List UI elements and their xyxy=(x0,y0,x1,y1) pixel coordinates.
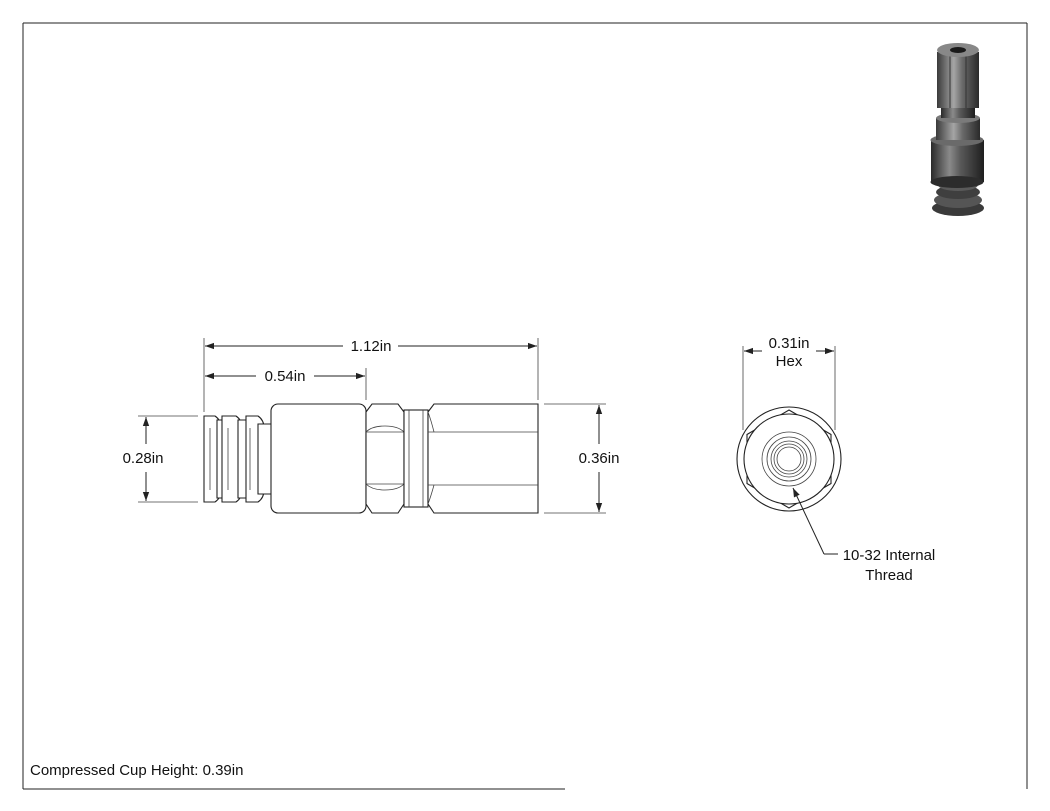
thread-callout: 10-32 Internal Thread xyxy=(792,487,936,584)
side-view: 1.12in 0.54in 0.28in 0.36in xyxy=(123,338,620,514)
overall-length-dimension: 1.12in xyxy=(205,338,537,355)
cup-diameter-dimension: 0.28in xyxy=(123,417,164,501)
end-view: 0.31in Hex 10-32 Internal Thread xyxy=(736,335,936,584)
overall-length-label: 1.12in xyxy=(351,338,392,355)
hex-fitting xyxy=(427,403,539,514)
hex-nut xyxy=(365,403,405,514)
hex-label: Hex xyxy=(776,353,803,370)
body-diameter-label: 0.36in xyxy=(579,450,620,467)
sheet-border xyxy=(22,22,1028,790)
isometric-thumbnail xyxy=(930,43,984,216)
hex-dimension: 0.31in Hex xyxy=(744,335,834,370)
collar xyxy=(403,409,429,508)
hex-size-label: 0.31in xyxy=(769,335,810,352)
thread-callout-line2: Thread xyxy=(865,567,913,584)
cylinder-body xyxy=(270,403,367,514)
cup-length-label: 0.54in xyxy=(265,368,306,385)
cup-diameter-label: 0.28in xyxy=(123,450,164,467)
suction-cup-bellows xyxy=(203,415,273,503)
compressed-height-note: Compressed Cup Height: 0.39in xyxy=(30,762,243,779)
cup-length-dimension: 0.54in xyxy=(205,368,365,385)
thread-callout-line1: 10-32 Internal xyxy=(843,547,936,564)
body-diameter-dimension: 0.36in xyxy=(579,405,620,512)
